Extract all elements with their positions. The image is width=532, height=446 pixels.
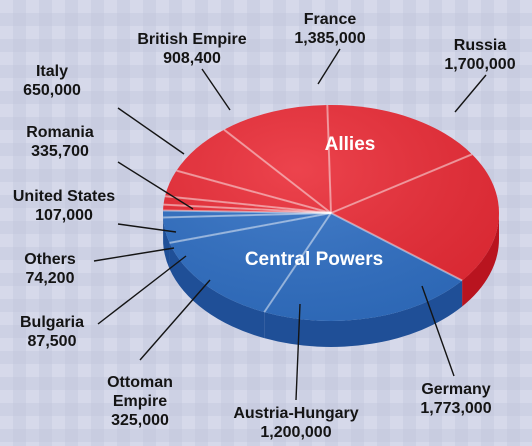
slice-label-germany: Germany 1,773,000: [420, 285, 492, 417]
slice-label-romania: Romania 335,700: [26, 124, 194, 210]
slice-separator: [326, 104, 332, 214]
slice-value-romania: 335,700: [31, 143, 89, 160]
group-label-central-powers: Central Powers: [245, 249, 383, 270]
slice-name-france: France: [304, 11, 357, 28]
leader-line-romania: [117, 161, 194, 210]
leader-line-france: [317, 48, 341, 85]
slice-separator: [163, 212, 332, 219]
leader-line-others: [93, 247, 175, 262]
slice-label-russia: Russia 1,700,000: [444, 37, 516, 113]
group-label-allies: Allies: [325, 134, 376, 155]
leader-line-italy: [117, 107, 185, 155]
slice-name-british-empire: British Empire: [137, 31, 246, 48]
slice-label-others: Others 74,200: [24, 247, 175, 287]
slice-label-united-states: United States 107,000: [13, 188, 177, 233]
slice-value-france: 1,385,000: [294, 30, 365, 47]
leader-line-british-empire: [201, 68, 231, 111]
leader-line-russia: [454, 74, 487, 113]
slice-label-bulgaria: Bulgaria 87,500: [20, 255, 187, 350]
slice-separator: [169, 212, 332, 244]
slice-separator: [163, 209, 332, 214]
slice-separator: [223, 128, 332, 214]
leader-line-ottoman-empire: [139, 279, 211, 361]
leader-line-united-states: [117, 223, 177, 233]
slice-side-germany: [264, 280, 463, 347]
leader-line-bulgaria: [97, 255, 187, 325]
slice-value-ottoman-empire: 325,000: [111, 412, 169, 429]
slice-name-bulgaria: Bulgaria: [20, 314, 84, 331]
slice-value-bulgaria: 87,500: [28, 333, 77, 350]
slice-value-austria-hungary: 1,200,000: [260, 424, 331, 441]
pie-top-shading: [163, 105, 499, 321]
slice-separator: [176, 169, 332, 214]
slice-value-others: 74,200: [26, 270, 75, 287]
slice-separator: [164, 195, 332, 214]
slice-name-others: Others: [24, 251, 76, 268]
slice-value-russia: 1,700,000: [444, 56, 515, 73]
slice-separator: [163, 203, 332, 214]
slice-label-austria-hungary: Austria-Hungary 1,200,000: [233, 303, 359, 441]
slice-separator: [263, 212, 332, 313]
slice-value-british-empire: 908,400: [163, 50, 221, 67]
slice-value-united-states: 107,000: [35, 207, 93, 224]
slice-name-ottoman-empire: Ottoman: [107, 374, 173, 391]
leader-line-austria-hungary: [295, 303, 301, 401]
slice-name-ottoman-empire: Empire: [113, 393, 167, 410]
slice-separator: [330, 153, 473, 214]
slice-label-france: France 1,385,000: [294, 11, 366, 85]
slice-name-russia: Russia: [454, 37, 507, 54]
slice-separator: [330, 212, 463, 282]
leader-line-germany: [421, 285, 455, 377]
slice-label-british-empire: British Empire 908,400: [137, 31, 247, 111]
slice-side-austria-hungary: [169, 242, 265, 339]
slice-name-romania: Romania: [26, 124, 94, 141]
slice-side-russia: [462, 213, 499, 307]
slice-name-italy: Italy: [36, 63, 68, 80]
slice-value-italy: 650,000: [23, 82, 81, 99]
slice-name-united-states: United States: [13, 188, 115, 205]
slice-label-italy: Italy 650,000: [23, 63, 185, 155]
slice-value-germany: 1,773,000: [420, 400, 491, 417]
slice-name-germany: Germany: [421, 381, 490, 398]
slice-name-austria-hungary: Austria-Hungary: [233, 405, 358, 422]
